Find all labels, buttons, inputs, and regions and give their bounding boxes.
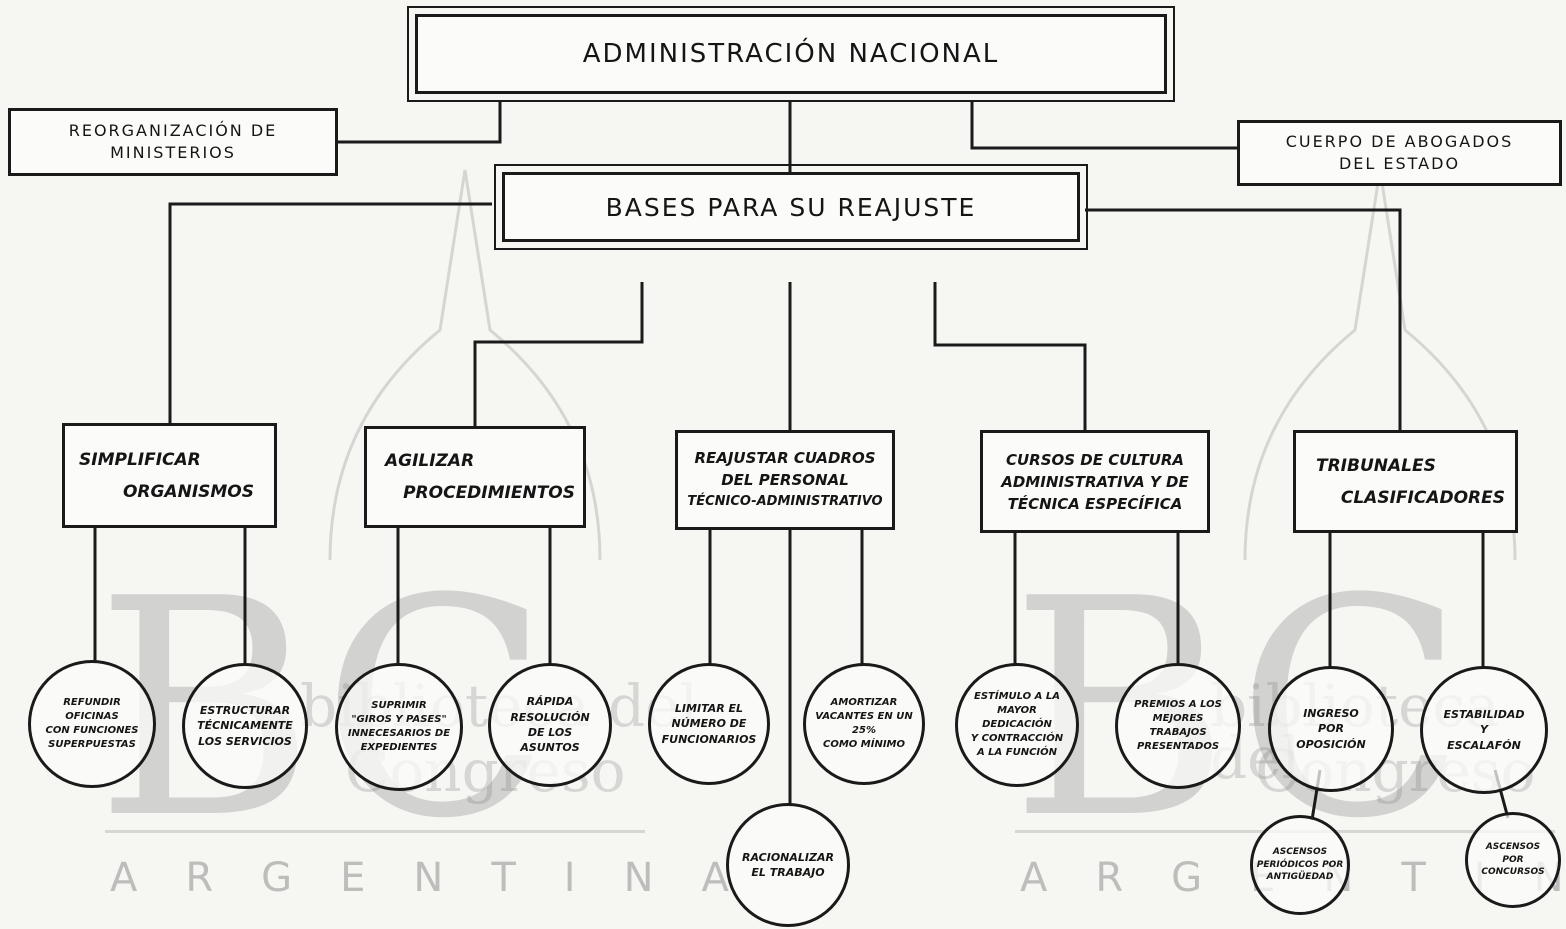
leaf-circle-racionalizar-trabajo: RACIONALIZAR EL TRABAJO — [726, 803, 850, 927]
branch-box-line: TÉCNICO-ADMINISTRATIVO — [687, 494, 883, 509]
circle-line: OPOSICIÓN — [1296, 737, 1366, 751]
right-box-line-1: CUERPO DE ABOGADOS — [1285, 132, 1514, 151]
watermark-monogram: BC — [95, 535, 551, 884]
circle-line: ESTABILIDAD — [1443, 707, 1525, 721]
leaf-circle-estabilidad: ESTABILIDAD Y ESCALAFÓN — [1420, 666, 1548, 794]
leaf-circle-refundir-oficinas: REFUNDIR OFICINAS CON FUNCIONES SUPERPUE… — [28, 660, 156, 788]
branch-box-reajustar: REAJUSTAR CUADROS DEL PERSONAL TÉCNICO-A… — [675, 430, 895, 530]
circle-line: CON FUNCIONES — [45, 725, 139, 736]
circle-line: RESOLUCIÓN — [510, 710, 590, 724]
circle-line: ASCENSOS — [1272, 847, 1328, 858]
circle-line: MEJORES TRABAJOS — [1149, 713, 1207, 738]
center-box-title: BASES PARA SU REAJUSTE — [605, 192, 977, 222]
circle-line: EXPEDIENTES — [360, 742, 438, 753]
circle-line: LIMITAR EL — [674, 701, 744, 715]
circle-line: A LA FUNCIÓN — [976, 747, 1058, 758]
circle-line: ASCENSOS — [1485, 842, 1541, 853]
left-box-line-1: REORGANIZACIÓN DE — [68, 121, 278, 140]
leaf-circle-estructurar: ESTRUCTURAR TÉCNICAMENTE LOS SERVICIOS — [182, 663, 308, 789]
circle-line: FUNCIONARIOS — [661, 732, 757, 746]
circle-line: PERIÓDICOS POR — [1256, 859, 1344, 870]
circle-line: ESTÍMULO A LA — [974, 691, 1060, 702]
leaf-circle-premios: PREMIOS A LOS MEJORES TRABAJOS PRESENTAD… — [1115, 663, 1241, 789]
branch-box-line: REAJUSTAR CUADROS — [694, 449, 876, 467]
circle-line: POR — [1502, 854, 1524, 865]
branch-box-line: AGILIZAR — [385, 451, 475, 471]
circle-line: RÁPIDA — [526, 695, 574, 709]
circle-line: INNECESARIOS DE — [347, 728, 451, 739]
center-box-bases: BASES PARA SU REAJUSTE — [494, 164, 1088, 250]
circle-line: VACANTES EN UN 25% — [815, 711, 913, 736]
top-box-title: ADMINISTRACIÓN NACIONAL — [582, 39, 1000, 69]
watermark-country: ARGENTINA — [110, 855, 777, 901]
branch-box-line: PROCEDIMIENTOS — [403, 483, 575, 503]
subleaf-circle-ascensos-concursos: ASCENSOS POR CONCURSOS — [1465, 812, 1561, 908]
circle-line: SUPRIMIR — [371, 700, 427, 711]
branch-box-line: ORGANISMOS — [122, 481, 254, 502]
branch-box-line: ADMINISTRATIVA Y DE — [1001, 472, 1189, 491]
leaf-circle-limitar-numero: LIMITAR EL NÚMERO DE FUNCIONARIOS — [648, 663, 770, 785]
circle-line: PRESENTADOS — [1136, 741, 1220, 752]
circle-line: AMORTIZAR — [830, 697, 898, 708]
branch-box-tribunales: TRIBUNALES CLASIFICADORES — [1293, 430, 1518, 533]
circle-line: CONCURSOS — [1481, 867, 1545, 878]
branch-box-cursos: CURSOS DE CULTURA ADMINISTRATIVA Y DE TÉ… — [980, 430, 1210, 533]
circle-line: PREMIOS A LOS — [1134, 699, 1222, 710]
circle-line: RACIONALIZAR — [742, 850, 834, 864]
circle-line: TÉCNICAMENTE — [197, 719, 293, 733]
circle-line: ESCALAFÓN — [1447, 738, 1521, 752]
circle-line: COMO MÍNIMO — [823, 739, 905, 750]
right-box-line-2: DEL ESTADO — [1338, 154, 1461, 173]
branch-box-line: SIMPLIFICAR — [79, 449, 201, 470]
circle-line: EL TRABAJO — [751, 866, 825, 879]
branch-box-line: CLASIFICADORES — [1340, 487, 1505, 508]
leaf-circle-estimulo: ESTÍMULO A LA MAYOR DEDICACIÓN Y CONTRAC… — [955, 663, 1079, 787]
branch-box-agilizar: AGILIZAR PROCEDIMIENTOS — [364, 426, 586, 528]
right-box-cuerpo-abogados: CUERPO DE ABOGADOS DEL ESTADO — [1237, 120, 1562, 186]
circle-line: DE LOS ASUNTOS — [520, 726, 580, 755]
branch-box-simplificar: SIMPLIFICAR ORGANISMOS — [62, 423, 277, 528]
circle-line: Y — [1480, 723, 1488, 737]
circle-line: SUPERPUESTAS — [48, 739, 136, 750]
circle-line: POR — [1318, 722, 1344, 736]
branch-box-line: DEL PERSONAL — [721, 471, 849, 489]
leaf-circle-ingreso-oposicion: INGRESO POR OPOSICIÓN — [1268, 666, 1394, 792]
branch-box-line: CURSOS DE CULTURA — [1005, 450, 1185, 469]
circle-line: NÚMERO DE — [671, 717, 747, 731]
subleaf-circle-ascensos-antiguedad: ASCENSOS PERIÓDICOS POR ANTIGÜEDAD — [1250, 815, 1350, 915]
circle-line: ANTIGÜEDAD — [1266, 872, 1334, 883]
leaf-circle-suprimir-giros: SUPRIMIR "GIROS Y PASES" INNECESARIOS DE… — [335, 663, 463, 791]
leaf-circle-amortizar-vacantes: AMORTIZAR VACANTES EN UN 25% COMO MÍNIMO — [803, 663, 925, 785]
circle-line: MAYOR DEDICACIÓN — [982, 705, 1052, 730]
branch-box-line: TÉCNICA ESPECÍFICA — [1007, 494, 1183, 513]
circle-line: REFUNDIR OFICINAS — [63, 697, 121, 722]
circle-line: ESTRUCTURAR — [199, 703, 291, 717]
circle-line: "GIROS Y PASES" — [351, 714, 447, 725]
branch-box-line: TRIBUNALES — [1316, 455, 1436, 476]
circle-line: INGRESO — [1303, 706, 1359, 720]
top-box-administracion-nacional: ADMINISTRACIÓN NACIONAL — [407, 6, 1175, 102]
circle-line: LOS SERVICIOS — [198, 734, 292, 748]
watermark-rule — [105, 830, 645, 833]
leaf-circle-rapida-resolucion: RÁPIDA RESOLUCIÓN DE LOS ASUNTOS — [488, 663, 612, 787]
left-box-reorganizacion: REORGANIZACIÓN DE MINISTERIOS — [8, 108, 338, 176]
circle-line: Y CONTRACCIÓN — [970, 733, 1064, 744]
left-box-line-2: MINISTERIOS — [110, 143, 236, 162]
